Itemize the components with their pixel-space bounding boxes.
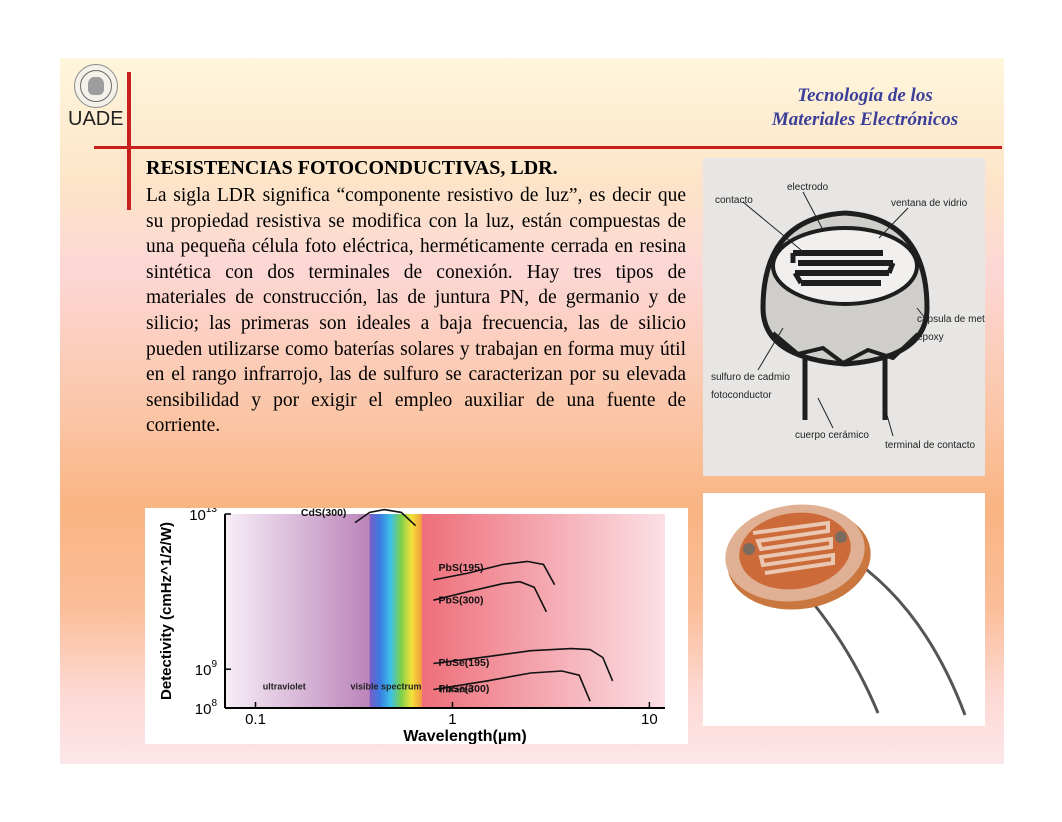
region-1	[369, 514, 422, 708]
x-axis-label: Wavelength(µm)	[403, 728, 526, 744]
series-line-3	[433, 647, 614, 682]
series-label-3: PbSe(195)	[439, 657, 490, 669]
ldr-cutaway-diagram-icon: contacto electrodo ventana de vidrio cáp…	[711, 182, 985, 451]
x-tick-label-0: 0.1	[245, 711, 266, 728]
series-label-0: CdS(300)	[301, 508, 347, 519]
y-axis-label: Detectivity (cmHz^1/2/W)	[158, 522, 175, 700]
label-sulfuro-1: sulfuro de cadmio	[711, 372, 790, 383]
ldr-photo	[703, 493, 985, 726]
x-tick-label-2: 10	[641, 711, 658, 728]
series-label-4: PbSe(300)	[439, 683, 490, 695]
accent-vertical-line	[127, 72, 131, 210]
label-cuerpo: cuerpo cerámico	[795, 430, 869, 441]
series-line-2	[433, 580, 548, 613]
region-label-0: ultraviolet	[263, 681, 306, 691]
label-contacto: contacto	[715, 195, 753, 206]
region-label-1: visible spectrum	[351, 681, 422, 691]
series-line-4	[433, 670, 591, 702]
label-capsula-2: epoxy	[917, 332, 944, 343]
label-capsula-1: cápsula de metal o	[917, 314, 985, 325]
course-title-line1: Tecnología de los	[797, 85, 933, 106]
x-tick-label-1: 1	[448, 711, 456, 728]
region-2	[421, 514, 665, 708]
label-terminal: terminal de contacto	[885, 440, 975, 451]
label-ventana: ventana de vidrio	[891, 198, 968, 209]
region-label-2: infrared	[440, 685, 474, 695]
y-tick-label-0: 1013	[189, 508, 217, 524]
y-tick-label-1: 109	[195, 659, 218, 679]
series-label-1: PbS(195)	[439, 562, 484, 574]
body-paragraph: La sigla LDR significa “componente resis…	[146, 185, 686, 437]
uade-logo: UADE	[68, 64, 124, 130]
logo-text: UADE	[68, 108, 124, 130]
ldr-component-photo-icon	[725, 504, 967, 716]
series-line-0	[354, 508, 417, 527]
university-seal-icon	[74, 64, 118, 108]
ldr-diagram: contacto electrodo ventana de vidrio cáp…	[703, 158, 985, 476]
series-line-1	[433, 560, 556, 586]
label-electrodo: electrodo	[787, 182, 829, 193]
section-title: RESISTENCIAS FOTOCONDUCTIVAS, LDR.	[146, 157, 558, 179]
accent-horizontal-line	[94, 146, 1002, 149]
course-title-line2: Materiales Electrónicos	[771, 109, 959, 130]
course-title: Tecnología de los Materiales Electrónico…	[740, 84, 990, 132]
region-0	[225, 514, 375, 708]
series-label-2: PbS(300)	[439, 594, 484, 606]
y-tick-label-2: 108	[195, 698, 218, 718]
label-sulfuro-2: fotoconductor	[711, 390, 772, 401]
